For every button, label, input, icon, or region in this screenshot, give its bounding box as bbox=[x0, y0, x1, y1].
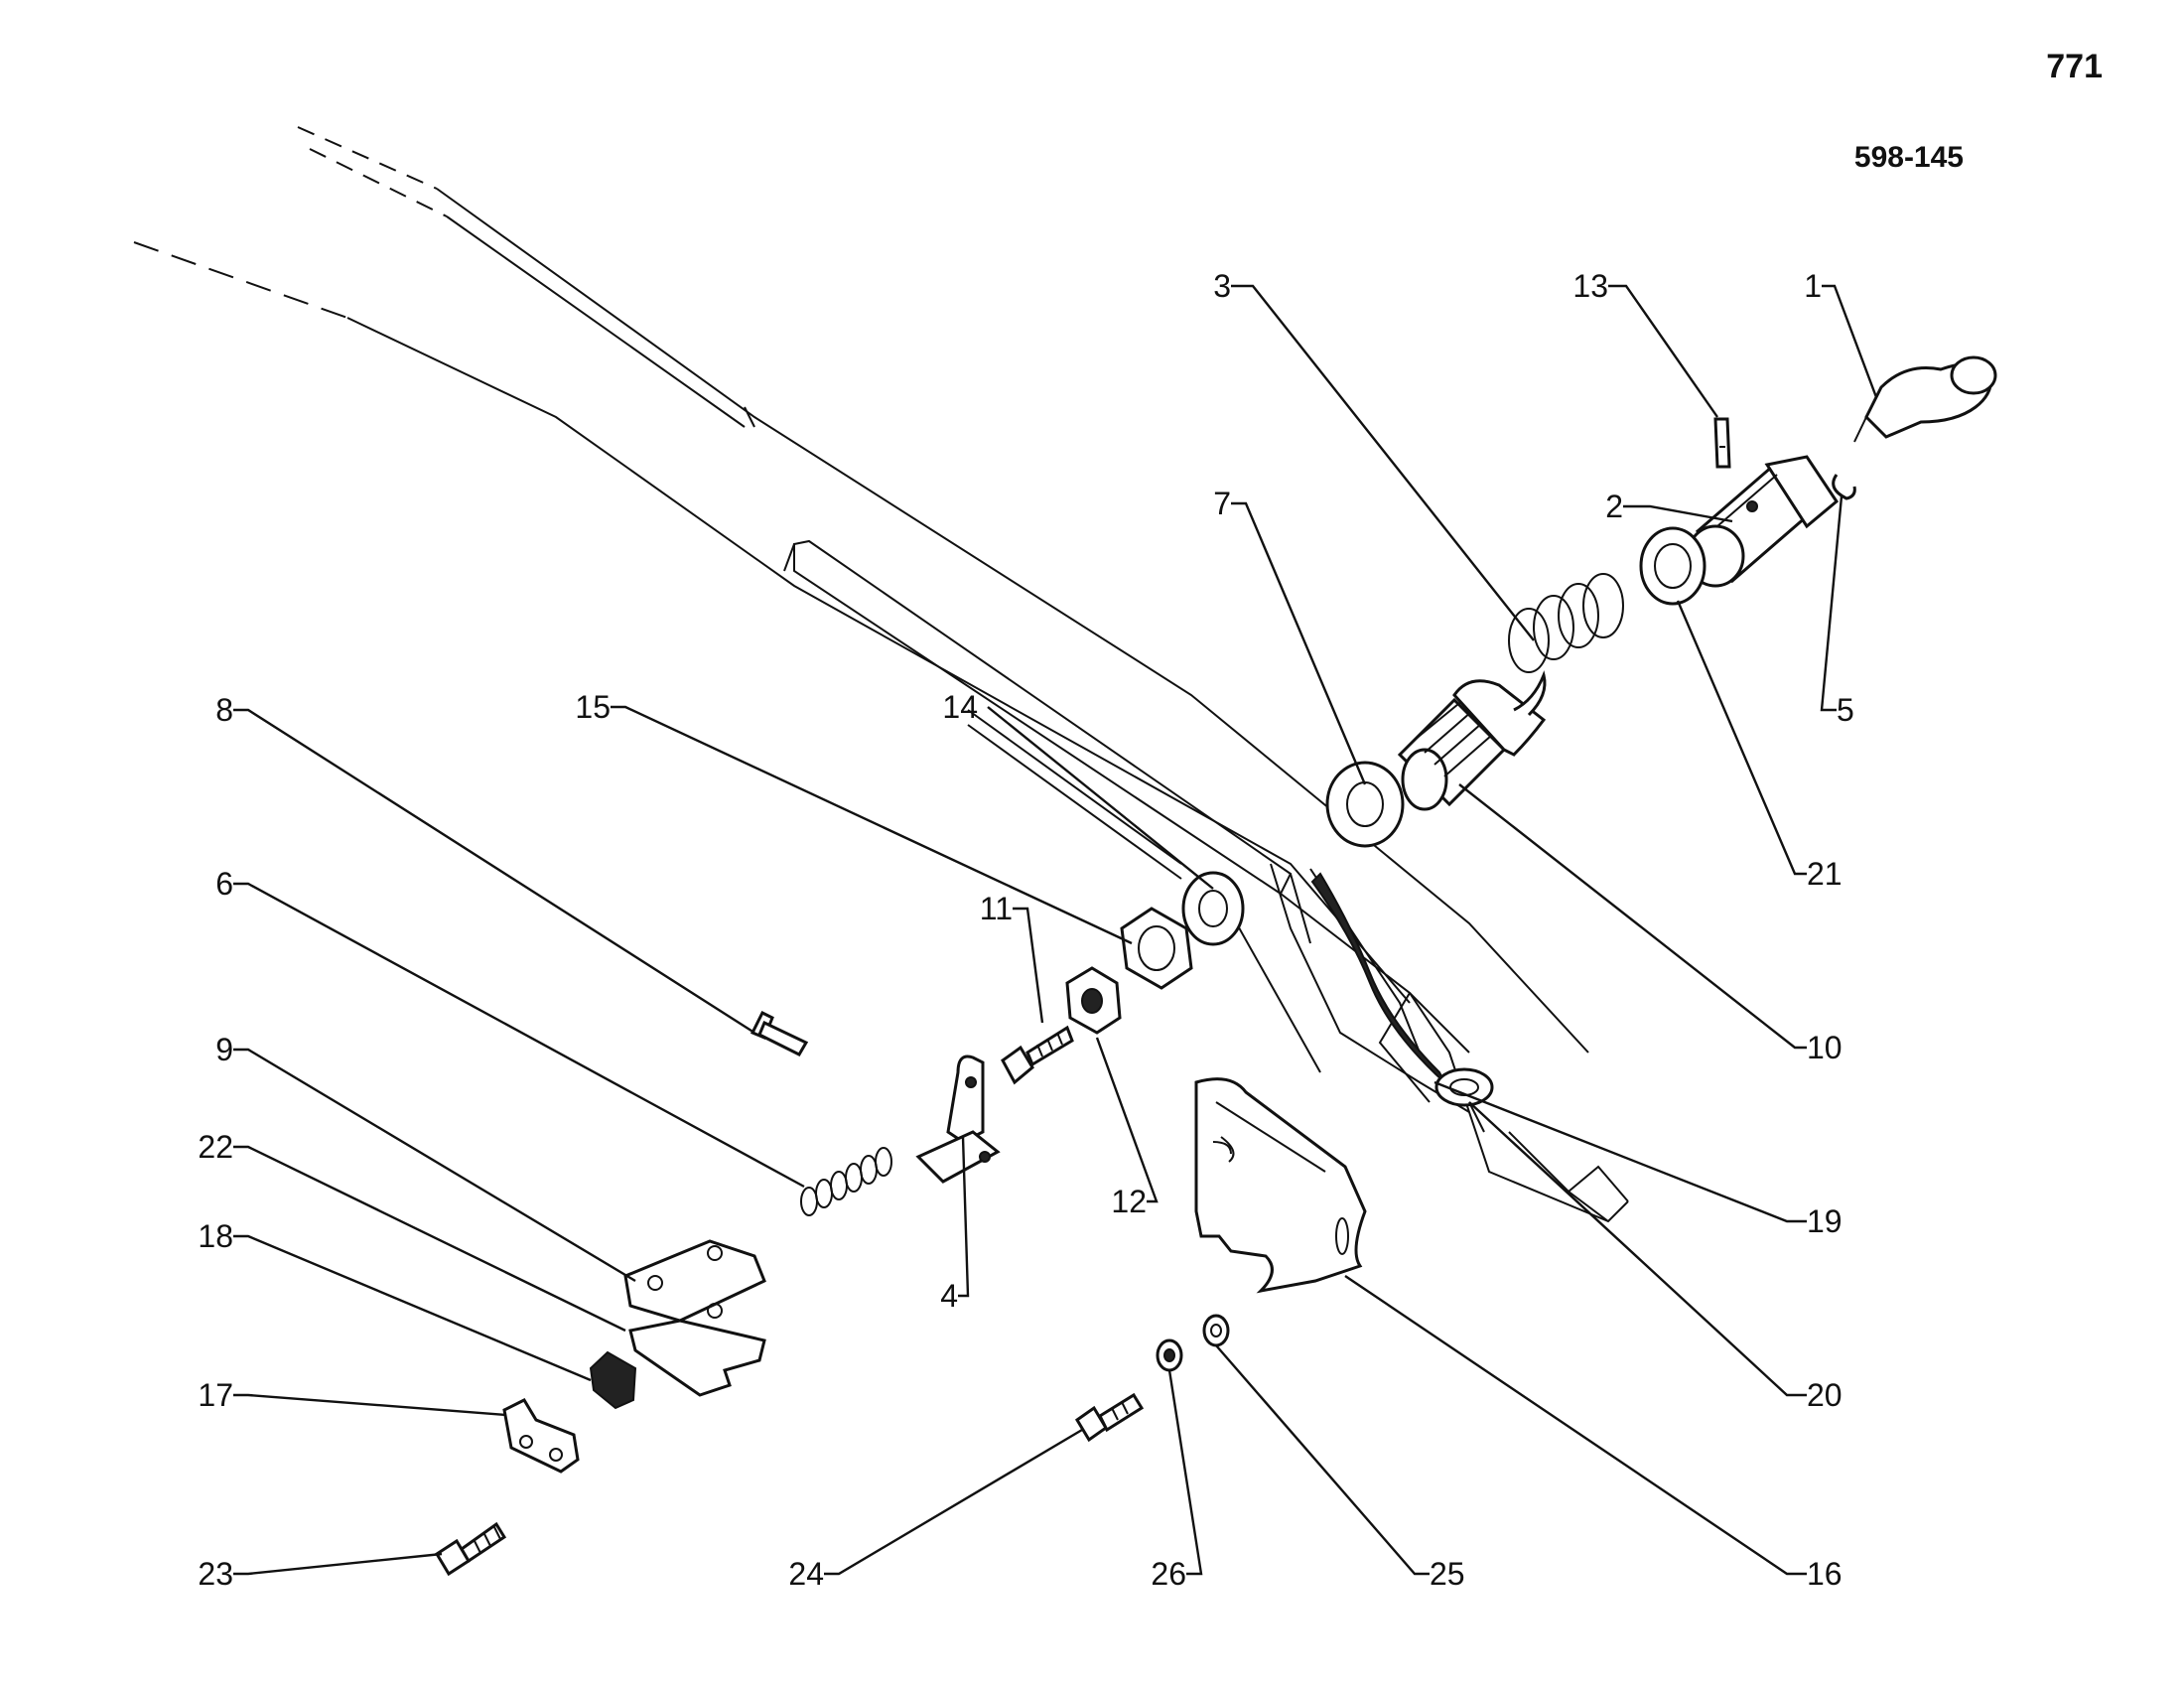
part-11-bolt bbox=[1001, 1025, 1074, 1085]
part-13-pin bbox=[1713, 417, 1731, 469]
part-15-nut bbox=[1120, 907, 1193, 990]
part-19-wire bbox=[1310, 872, 1445, 1083]
callout-5: 5 bbox=[1837, 692, 1854, 728]
callout-7: 7 bbox=[1213, 486, 1231, 521]
part-5-circlip bbox=[1832, 474, 1856, 500]
callout-1: 1 bbox=[1804, 268, 1822, 304]
part-17-latch bbox=[502, 1398, 580, 1474]
callout-20: 20 bbox=[1807, 1377, 1843, 1413]
callout-14: 14 bbox=[942, 689, 978, 725]
callout-2: 2 bbox=[1605, 489, 1623, 524]
part-6-spring bbox=[800, 1147, 892, 1216]
part-4-bracket bbox=[915, 1055, 1001, 1184]
callout-labels: 1 2 3 4 5 6 7 8 9 10 11 12 13 14 15 16 1… bbox=[198, 268, 1853, 1592]
part-18-block bbox=[589, 1350, 637, 1410]
part-23-bolt bbox=[434, 1521, 507, 1577]
callout-12: 12 bbox=[1111, 1184, 1147, 1219]
part-12-nut bbox=[1065, 966, 1122, 1035]
drawing-reference: 598-145 bbox=[1854, 141, 1964, 174]
part-24-bolt bbox=[1074, 1392, 1145, 1443]
page-number: 771 bbox=[2046, 48, 2103, 85]
callout-23: 23 bbox=[198, 1556, 233, 1592]
cable-lever-assembly bbox=[133, 126, 1629, 1223]
part-1-button bbox=[1853, 355, 1997, 443]
callout-15: 15 bbox=[575, 689, 611, 725]
callout-13: 13 bbox=[1572, 268, 1608, 304]
callout-24: 24 bbox=[788, 1556, 824, 1592]
part-25-washer bbox=[1202, 1314, 1230, 1347]
callout-11: 11 bbox=[980, 891, 1013, 926]
callout-3: 3 bbox=[1213, 268, 1231, 304]
callout-9: 9 bbox=[215, 1032, 233, 1067]
callout-8: 8 bbox=[215, 692, 233, 728]
part-16-sector-plate bbox=[1194, 1077, 1367, 1294]
callout-16: 16 bbox=[1807, 1556, 1843, 1592]
leader-lines bbox=[233, 284, 1878, 1576]
callout-4: 4 bbox=[940, 1278, 958, 1314]
part-7-washer bbox=[1325, 761, 1405, 848]
part-10-ratchet-sleeve bbox=[1397, 670, 1547, 811]
part-3-spring bbox=[1508, 573, 1624, 673]
callout-18: 18 bbox=[198, 1218, 233, 1254]
part-20-spring-clip bbox=[1434, 1067, 1494, 1133]
part-22-plate bbox=[628, 1319, 766, 1397]
callout-19: 19 bbox=[1807, 1203, 1843, 1239]
callout-22: 22 bbox=[198, 1129, 233, 1165]
part-9-plate bbox=[623, 1239, 766, 1323]
part-26-nut bbox=[1156, 1338, 1183, 1372]
callout-10: 10 bbox=[1807, 1030, 1843, 1065]
callout-26: 26 bbox=[1151, 1556, 1186, 1592]
part-8-clevis-pin bbox=[750, 1010, 809, 1056]
callout-21: 21 bbox=[1807, 856, 1843, 892]
part-14-washer bbox=[1181, 871, 1245, 946]
callout-17: 17 bbox=[198, 1377, 233, 1413]
callout-6: 6 bbox=[215, 866, 233, 902]
part-21-knurled-nut bbox=[1639, 526, 1706, 606]
part-2-bush bbox=[1686, 455, 1839, 588]
callout-25: 25 bbox=[1430, 1556, 1465, 1592]
